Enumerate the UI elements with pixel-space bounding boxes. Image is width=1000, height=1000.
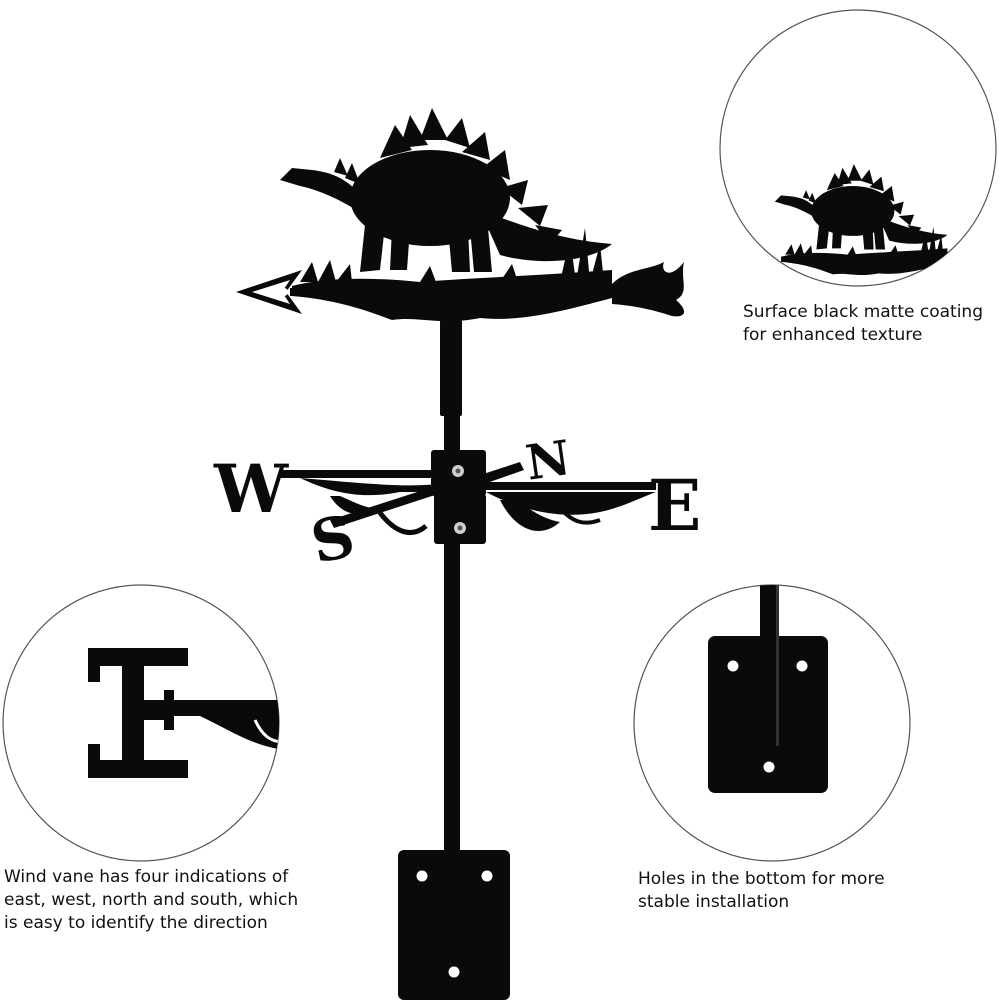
- arrow: [236, 262, 685, 317]
- holes-callout: Holes in the bottom for more stable inst…: [638, 869, 885, 912]
- compass-letters: W E N S: [213, 430, 701, 577]
- east-letter-zoom: [88, 648, 279, 778]
- compass-letter-north: N: [523, 430, 574, 492]
- compass-letter-east: E: [648, 464, 701, 547]
- coating-callout: Surface black matte coating for enhanced…: [743, 302, 983, 345]
- weathervane: [236, 108, 685, 1000]
- compass-letter-west: W: [213, 450, 289, 528]
- directions-callout: Wind vane has four indications of east, …: [4, 867, 299, 933]
- coating-detail-circle: [719, 9, 997, 287]
- east-letter-detail-circle: [2, 584, 280, 862]
- mounting-plate: [398, 850, 510, 1000]
- bracket-detail-circle: [633, 584, 911, 862]
